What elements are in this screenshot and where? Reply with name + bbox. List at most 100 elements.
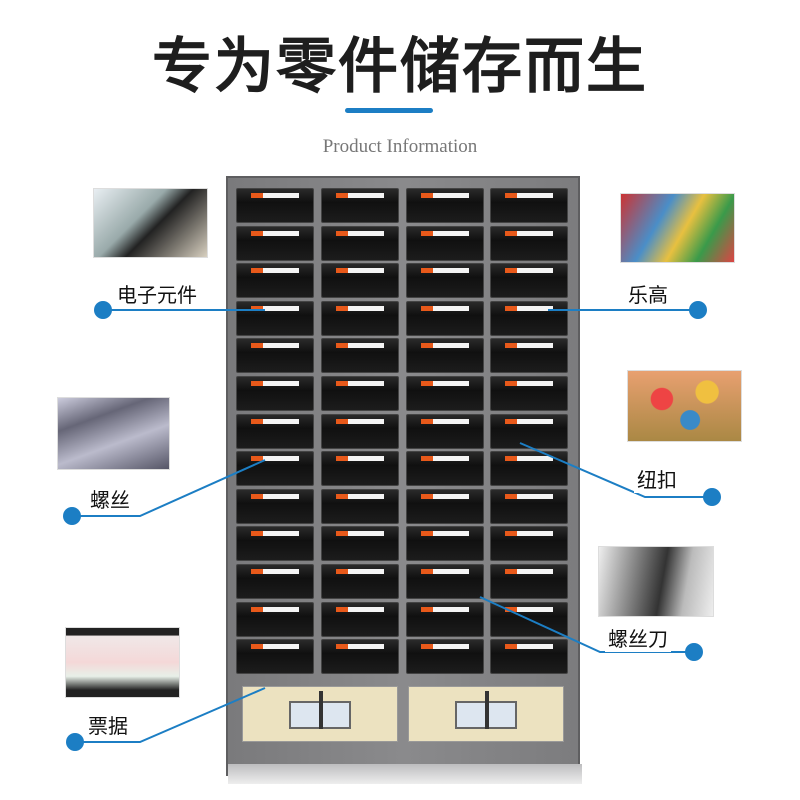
drawer-label xyxy=(421,644,469,650)
label-tickets: 票据 xyxy=(85,710,131,739)
drawer[interactable] xyxy=(236,338,314,374)
drawer[interactable] xyxy=(321,413,399,449)
drawer-label xyxy=(505,493,553,499)
buttons-photo xyxy=(627,370,742,442)
drawer-label xyxy=(251,193,299,198)
drawer[interactable] xyxy=(321,526,399,562)
drawer[interactable] xyxy=(236,488,314,524)
drawer-label xyxy=(251,493,299,499)
drawer[interactable] xyxy=(236,601,314,637)
drawer[interactable] xyxy=(406,601,484,637)
cabinet-reflection xyxy=(228,764,582,784)
drawer-label xyxy=(251,569,299,574)
drawer-label xyxy=(336,493,384,499)
drawer-label xyxy=(336,456,384,462)
drawer[interactable] xyxy=(236,188,314,223)
drawer[interactable] xyxy=(236,300,314,336)
subtitle: Product Information xyxy=(322,136,478,157)
drawer-label xyxy=(505,644,553,650)
drawer[interactable] xyxy=(321,601,399,637)
drawer[interactable] xyxy=(236,639,314,675)
drawer-label xyxy=(421,381,469,386)
drawer-label xyxy=(505,606,553,612)
drawer-label xyxy=(505,418,553,424)
drawer[interactable] xyxy=(321,639,399,675)
drawer[interactable] xyxy=(406,225,484,261)
drawer-label xyxy=(421,305,469,311)
lock-icon xyxy=(289,691,351,729)
drawer[interactable] xyxy=(321,300,399,336)
drawer[interactable] xyxy=(490,564,568,599)
drawer[interactable] xyxy=(321,376,399,411)
drawer[interactable] xyxy=(490,451,568,487)
drawer[interactable] xyxy=(490,526,568,562)
drawer[interactable] xyxy=(406,300,484,336)
drawer[interactable] xyxy=(321,225,399,261)
drawer-label xyxy=(251,268,299,274)
drawer-label xyxy=(421,456,469,462)
drawer-label xyxy=(336,305,384,311)
lego-photo xyxy=(620,193,735,263)
drawer[interactable] xyxy=(490,413,568,449)
drawer-label xyxy=(505,343,553,349)
drawer[interactable] xyxy=(490,188,568,223)
drawer[interactable] xyxy=(236,564,314,599)
drawer-label xyxy=(505,268,553,274)
drawer[interactable] xyxy=(321,564,399,599)
drawer-label xyxy=(505,381,553,386)
drawer[interactable] xyxy=(490,639,568,675)
drawer[interactable] xyxy=(321,488,399,524)
drawer-label xyxy=(251,531,299,537)
drawer[interactable] xyxy=(321,188,399,223)
drawer-label xyxy=(336,343,384,349)
parts-cabinet xyxy=(226,176,582,784)
drawer[interactable] xyxy=(406,639,484,675)
drawer[interactable] xyxy=(236,413,314,449)
screwdriver-photo xyxy=(598,546,714,617)
drawer[interactable] xyxy=(406,188,484,223)
drawer[interactable] xyxy=(490,263,568,299)
drawer-label xyxy=(336,531,384,537)
drawer[interactable] xyxy=(490,300,568,336)
drawer[interactable] xyxy=(406,451,484,487)
drawer[interactable] xyxy=(236,263,314,299)
drawer[interactable] xyxy=(406,526,484,562)
drawer[interactable] xyxy=(236,376,314,411)
drawer-label xyxy=(421,493,469,499)
drawer-label xyxy=(251,456,299,462)
drawer[interactable] xyxy=(321,263,399,299)
drawer-label xyxy=(421,230,469,236)
drawer[interactable] xyxy=(236,451,314,487)
drawer[interactable] xyxy=(490,225,568,261)
drawer-label xyxy=(251,343,299,349)
label-screws: 螺丝 xyxy=(87,484,133,513)
drawer[interactable] xyxy=(236,526,314,562)
drawer-label xyxy=(251,230,299,236)
drawer[interactable] xyxy=(321,338,399,374)
drawer-label xyxy=(336,268,384,274)
drawer-label xyxy=(505,456,553,462)
drawer-label xyxy=(251,606,299,612)
drawer-label xyxy=(505,569,553,574)
drawer[interactable] xyxy=(406,488,484,524)
lower-cabinet-left xyxy=(242,686,398,742)
drawer[interactable] xyxy=(406,338,484,374)
drawer[interactable] xyxy=(490,376,568,411)
page-title: 专为零件储存而生 xyxy=(152,32,648,102)
drawer-label xyxy=(336,381,384,386)
drawer-label xyxy=(421,606,469,612)
drawer[interactable] xyxy=(490,488,568,524)
drawer-label xyxy=(251,305,299,311)
screws-photo xyxy=(57,397,170,470)
drawer[interactable] xyxy=(490,338,568,374)
drawer[interactable] xyxy=(236,225,314,261)
drawer[interactable] xyxy=(406,263,484,299)
drawer[interactable] xyxy=(406,413,484,449)
drawer[interactable] xyxy=(406,376,484,411)
drawer-label xyxy=(421,268,469,274)
drawer[interactable] xyxy=(406,564,484,599)
drawer-label xyxy=(251,644,299,650)
lock-icon xyxy=(455,691,517,729)
drawer[interactable] xyxy=(321,451,399,487)
